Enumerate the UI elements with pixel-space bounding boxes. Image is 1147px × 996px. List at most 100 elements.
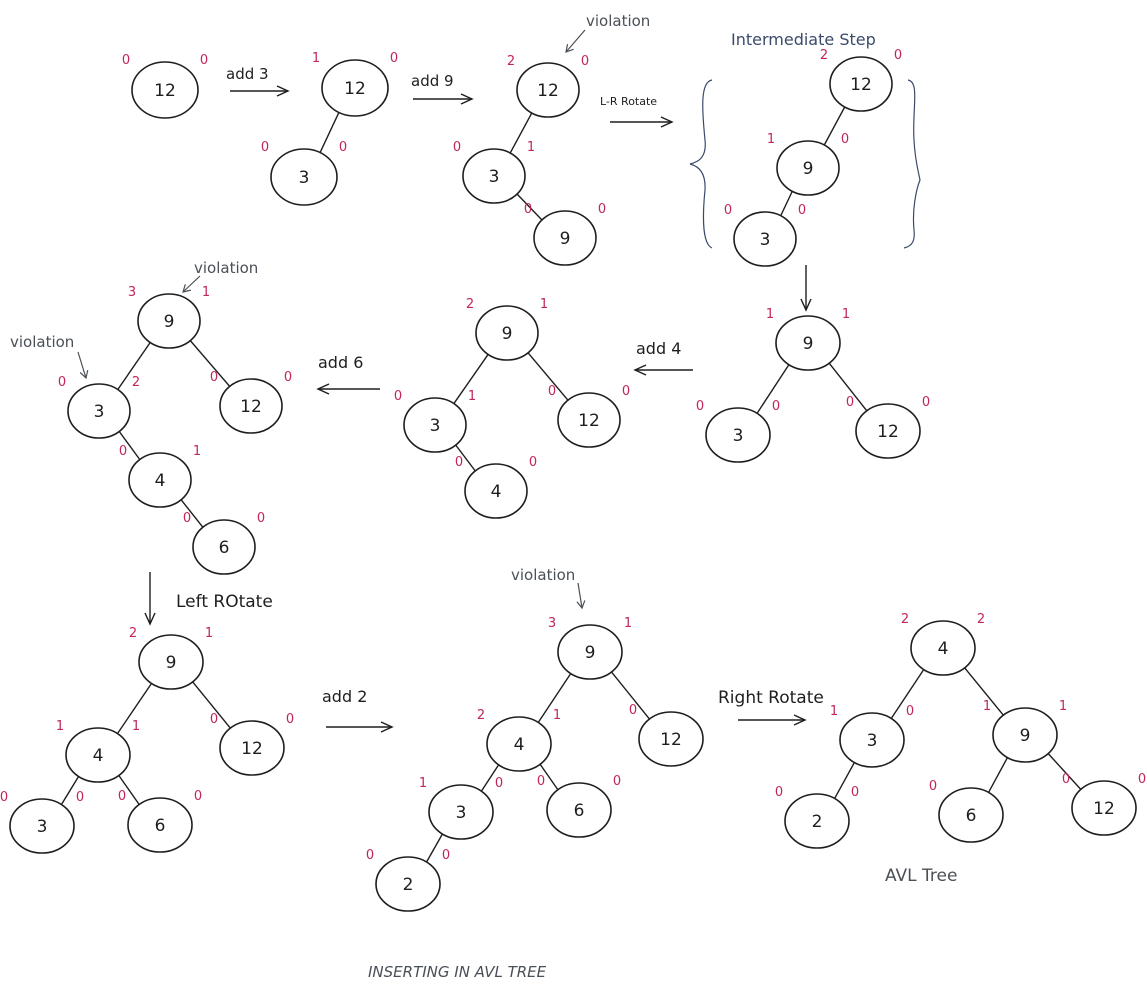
node-circle <box>270 148 338 206</box>
node-circle <box>138 634 204 690</box>
balance-right: 0 <box>894 48 902 63</box>
balance-left: 0 <box>394 389 402 404</box>
node-circle <box>192 519 256 575</box>
balance-right: 0 <box>284 370 292 385</box>
node-value: 6 <box>155 816 166 836</box>
balance-left: 0 <box>0 790 8 805</box>
node-value: 12 <box>660 730 682 750</box>
balance-right: 0 <box>257 511 265 526</box>
tree-edge <box>832 760 857 801</box>
balance-right: 2 <box>132 375 140 390</box>
pointer-v1 <box>565 29 586 53</box>
tree-edge <box>536 671 573 725</box>
intermediate-left-brace <box>689 79 713 249</box>
operation-arrows <box>144 85 812 733</box>
op-label-op3: L-R Rotate <box>600 95 657 108</box>
balance-left: 0 <box>366 848 374 863</box>
tree-edge <box>822 104 847 148</box>
violation-pointers <box>77 29 586 610</box>
balance-left: 0 <box>119 444 127 459</box>
balance-left: 0 <box>1062 772 1070 787</box>
node-value: 2 <box>403 875 414 895</box>
node-value: 4 <box>491 482 502 502</box>
node-value: 9 <box>560 229 571 249</box>
tree-edge <box>116 773 142 807</box>
node-value: 12 <box>154 81 176 101</box>
balance-left: 3 <box>128 285 136 300</box>
balance-right: 2 <box>977 612 985 627</box>
notes: violation violation violation violation … <box>10 12 957 981</box>
balance-right: 0 <box>390 51 398 66</box>
tree-edge <box>755 362 791 416</box>
balance-right: 1 <box>624 616 632 631</box>
node-circle <box>403 397 467 453</box>
balance-right: 1 <box>527 140 535 155</box>
balance-right: 0 <box>200 53 208 68</box>
balance-left: 0 <box>537 774 545 789</box>
balance-left: 0 <box>210 370 218 385</box>
balance-right: 0 <box>286 712 294 727</box>
node-circle <box>775 315 841 371</box>
node-value: 9 <box>585 643 596 663</box>
node-circle <box>733 211 797 267</box>
violation-note-3: violation <box>10 333 74 351</box>
node-value: 9 <box>1020 726 1031 746</box>
final-avl-label: AVL Tree <box>885 866 957 886</box>
tree-edge <box>514 191 545 223</box>
node-value: 4 <box>93 746 104 766</box>
node-circle <box>67 383 131 439</box>
node-value: 12 <box>344 79 366 99</box>
node-value: 3 <box>430 416 441 436</box>
op-label-op7: Left ROtate <box>176 592 273 612</box>
balance-left: 3 <box>548 616 556 631</box>
balance-left: 0 <box>261 140 269 155</box>
tree-edge <box>188 338 232 389</box>
balance-right: 0 <box>906 704 914 719</box>
node-value: 9 <box>803 159 814 179</box>
node-value: 12 <box>578 411 600 431</box>
balance-right: 0 <box>798 203 806 218</box>
tree-node: 60 <box>929 779 1004 843</box>
node-circle <box>219 378 283 434</box>
balance-left: 0 <box>118 789 126 804</box>
node-circle <box>829 56 893 112</box>
balance-left: 0 <box>58 375 66 390</box>
balance-left: 1 <box>419 776 427 791</box>
tree-edge <box>508 110 534 156</box>
op-label-op5: add 4 <box>636 339 681 358</box>
balance-left: 2 <box>901 612 909 627</box>
node-value: 9 <box>164 312 175 332</box>
balance-right: 0 <box>622 384 630 399</box>
node-circle <box>65 727 131 783</box>
balance-right: 1 <box>468 389 476 404</box>
tree-node: 9 3 1 <box>548 616 632 680</box>
balance-left: 0 <box>183 511 191 526</box>
balance-right: 0 <box>598 202 606 217</box>
node-circle <box>533 210 597 266</box>
node-value: 9 <box>803 334 814 354</box>
node-circle <box>557 624 623 680</box>
